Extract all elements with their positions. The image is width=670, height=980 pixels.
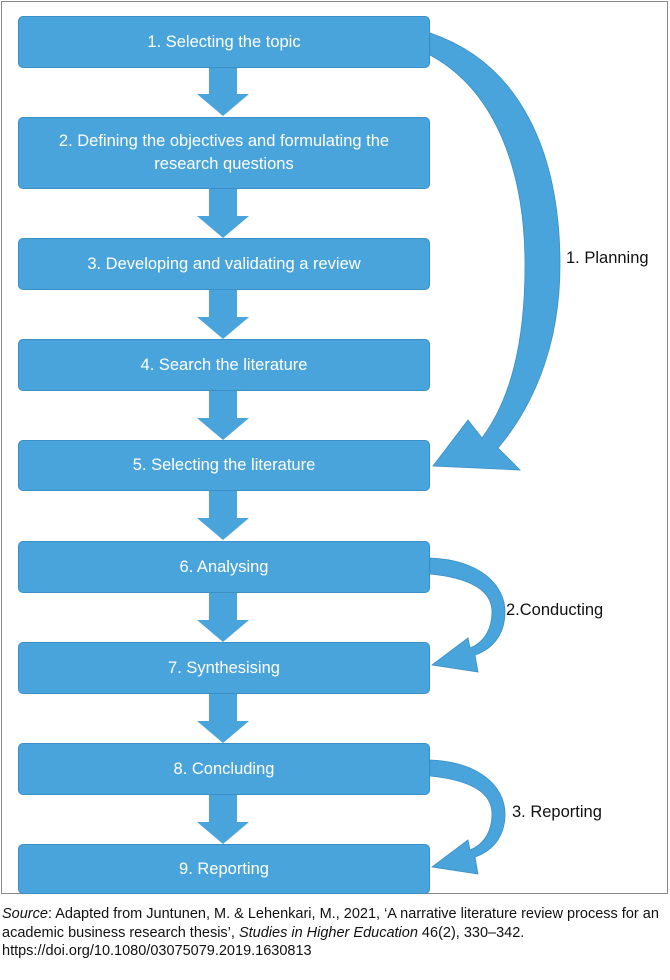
step-box-7: 7. Synthesising — [18, 642, 430, 694]
step-box-9: 9. Reporting — [18, 844, 430, 894]
step-label-2: 2. Defining the objectives and formulati… — [58, 132, 390, 173]
step-label-9: 9. Reporting — [179, 859, 269, 878]
flow-arrows-layer — [197, 32, 561, 875]
source-prefix: Source — [2, 906, 48, 922]
source-text-1: : Adapted from Juntunen, M. & Lehenkari,… — [2, 906, 659, 941]
down-arrow-6-7 — [197, 593, 249, 642]
down-arrow-1-2 — [197, 68, 249, 116]
phase-label-conducting: 2.Conducting — [506, 601, 604, 619]
step-box-8: 8. Concluding — [18, 743, 430, 795]
down-arrow-3-4 — [197, 290, 249, 339]
down-arrow-5-6 — [197, 491, 249, 540]
step-box-1: 1. Selecting the topic — [18, 16, 430, 68]
down-arrow-8-9 — [197, 795, 249, 844]
step-box-4: 4. Search the literature — [18, 339, 430, 391]
planning-curved-arrow — [429, 32, 561, 471]
step-label-5: 5. Selecting the literature — [132, 456, 316, 474]
step-box-2: 2. Defining the objectives and formulati… — [18, 117, 430, 189]
step-box-3: 3. Developing and validating a review — [18, 238, 430, 290]
step-box-5: 5. Selecting the literature — [18, 440, 430, 491]
down-arrow-4-5 — [197, 391, 249, 440]
step-box-6: 6. Analysing — [18, 541, 430, 593]
step-label-4: 4. Search the literature — [140, 355, 308, 374]
source-text-2: 46(2), 330–342. https://doi.org/10.1080/… — [2, 924, 525, 960]
step-label-1: 1. Selecting the topic — [147, 32, 301, 51]
step-label-6: 6. Analysing — [179, 557, 269, 576]
step-label-3: 3. Developing and validating a review — [87, 254, 361, 273]
down-arrow-2-3 — [197, 189, 249, 238]
reporting-curved-arrow — [429, 759, 506, 875]
phase-label-planning: 1. Planning — [566, 249, 649, 267]
step-label-7: 7. Synthesising — [168, 658, 280, 677]
phase-label-reporting: 3. Reporting — [512, 803, 602, 821]
source-note: Source: Adapted from Juntunen, M. & Lehe… — [2, 905, 668, 961]
step-label-8: 8. Concluding — [173, 759, 275, 778]
conducting-curved-arrow — [429, 557, 506, 673]
source-journal: Studies in Higher Education — [238, 924, 418, 941]
down-arrow-7-8 — [197, 694, 249, 743]
